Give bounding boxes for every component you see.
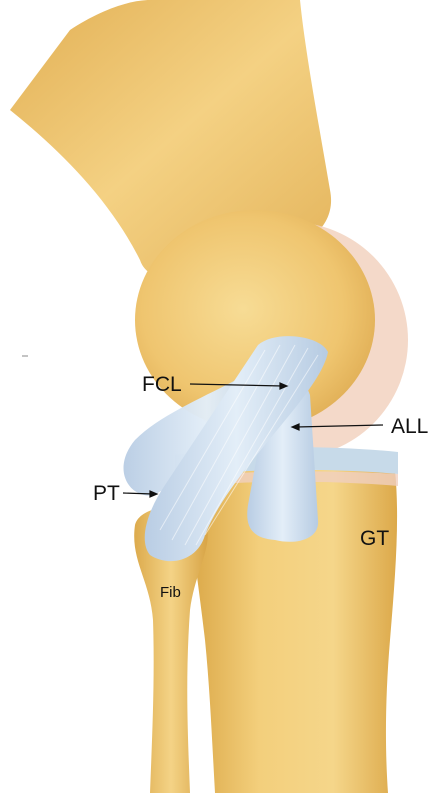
pt-label: PT bbox=[93, 483, 120, 504]
all-label: ALL bbox=[391, 416, 428, 437]
fib-label: Fib bbox=[160, 585, 181, 600]
fcl-label: FCL bbox=[142, 374, 182, 395]
gt-label: GT bbox=[360, 528, 389, 549]
